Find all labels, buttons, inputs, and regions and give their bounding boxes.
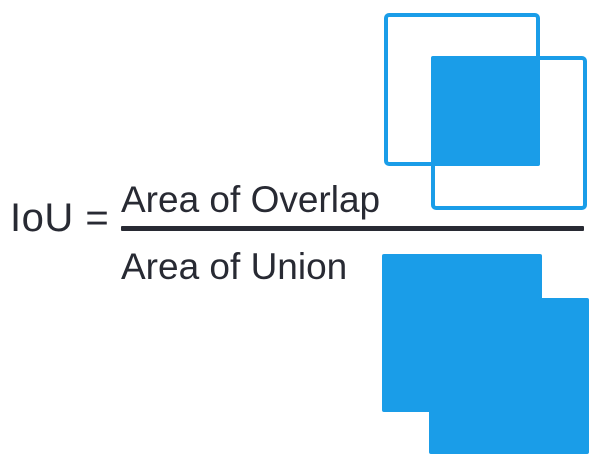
formula-left-hand-side: IoU = — [10, 196, 110, 240]
intersection-fill-overlay — [433, 58, 538, 164]
overlap-diagram — [0, 0, 600, 230]
formula-denominator: Area of Union — [121, 246, 348, 287]
overlap-diagram-svg — [384, 13, 587, 210]
union-polygon — [382, 254, 589, 454]
fraction-bar — [121, 226, 584, 231]
formula-numerator: Area of Overlap — [121, 179, 381, 220]
